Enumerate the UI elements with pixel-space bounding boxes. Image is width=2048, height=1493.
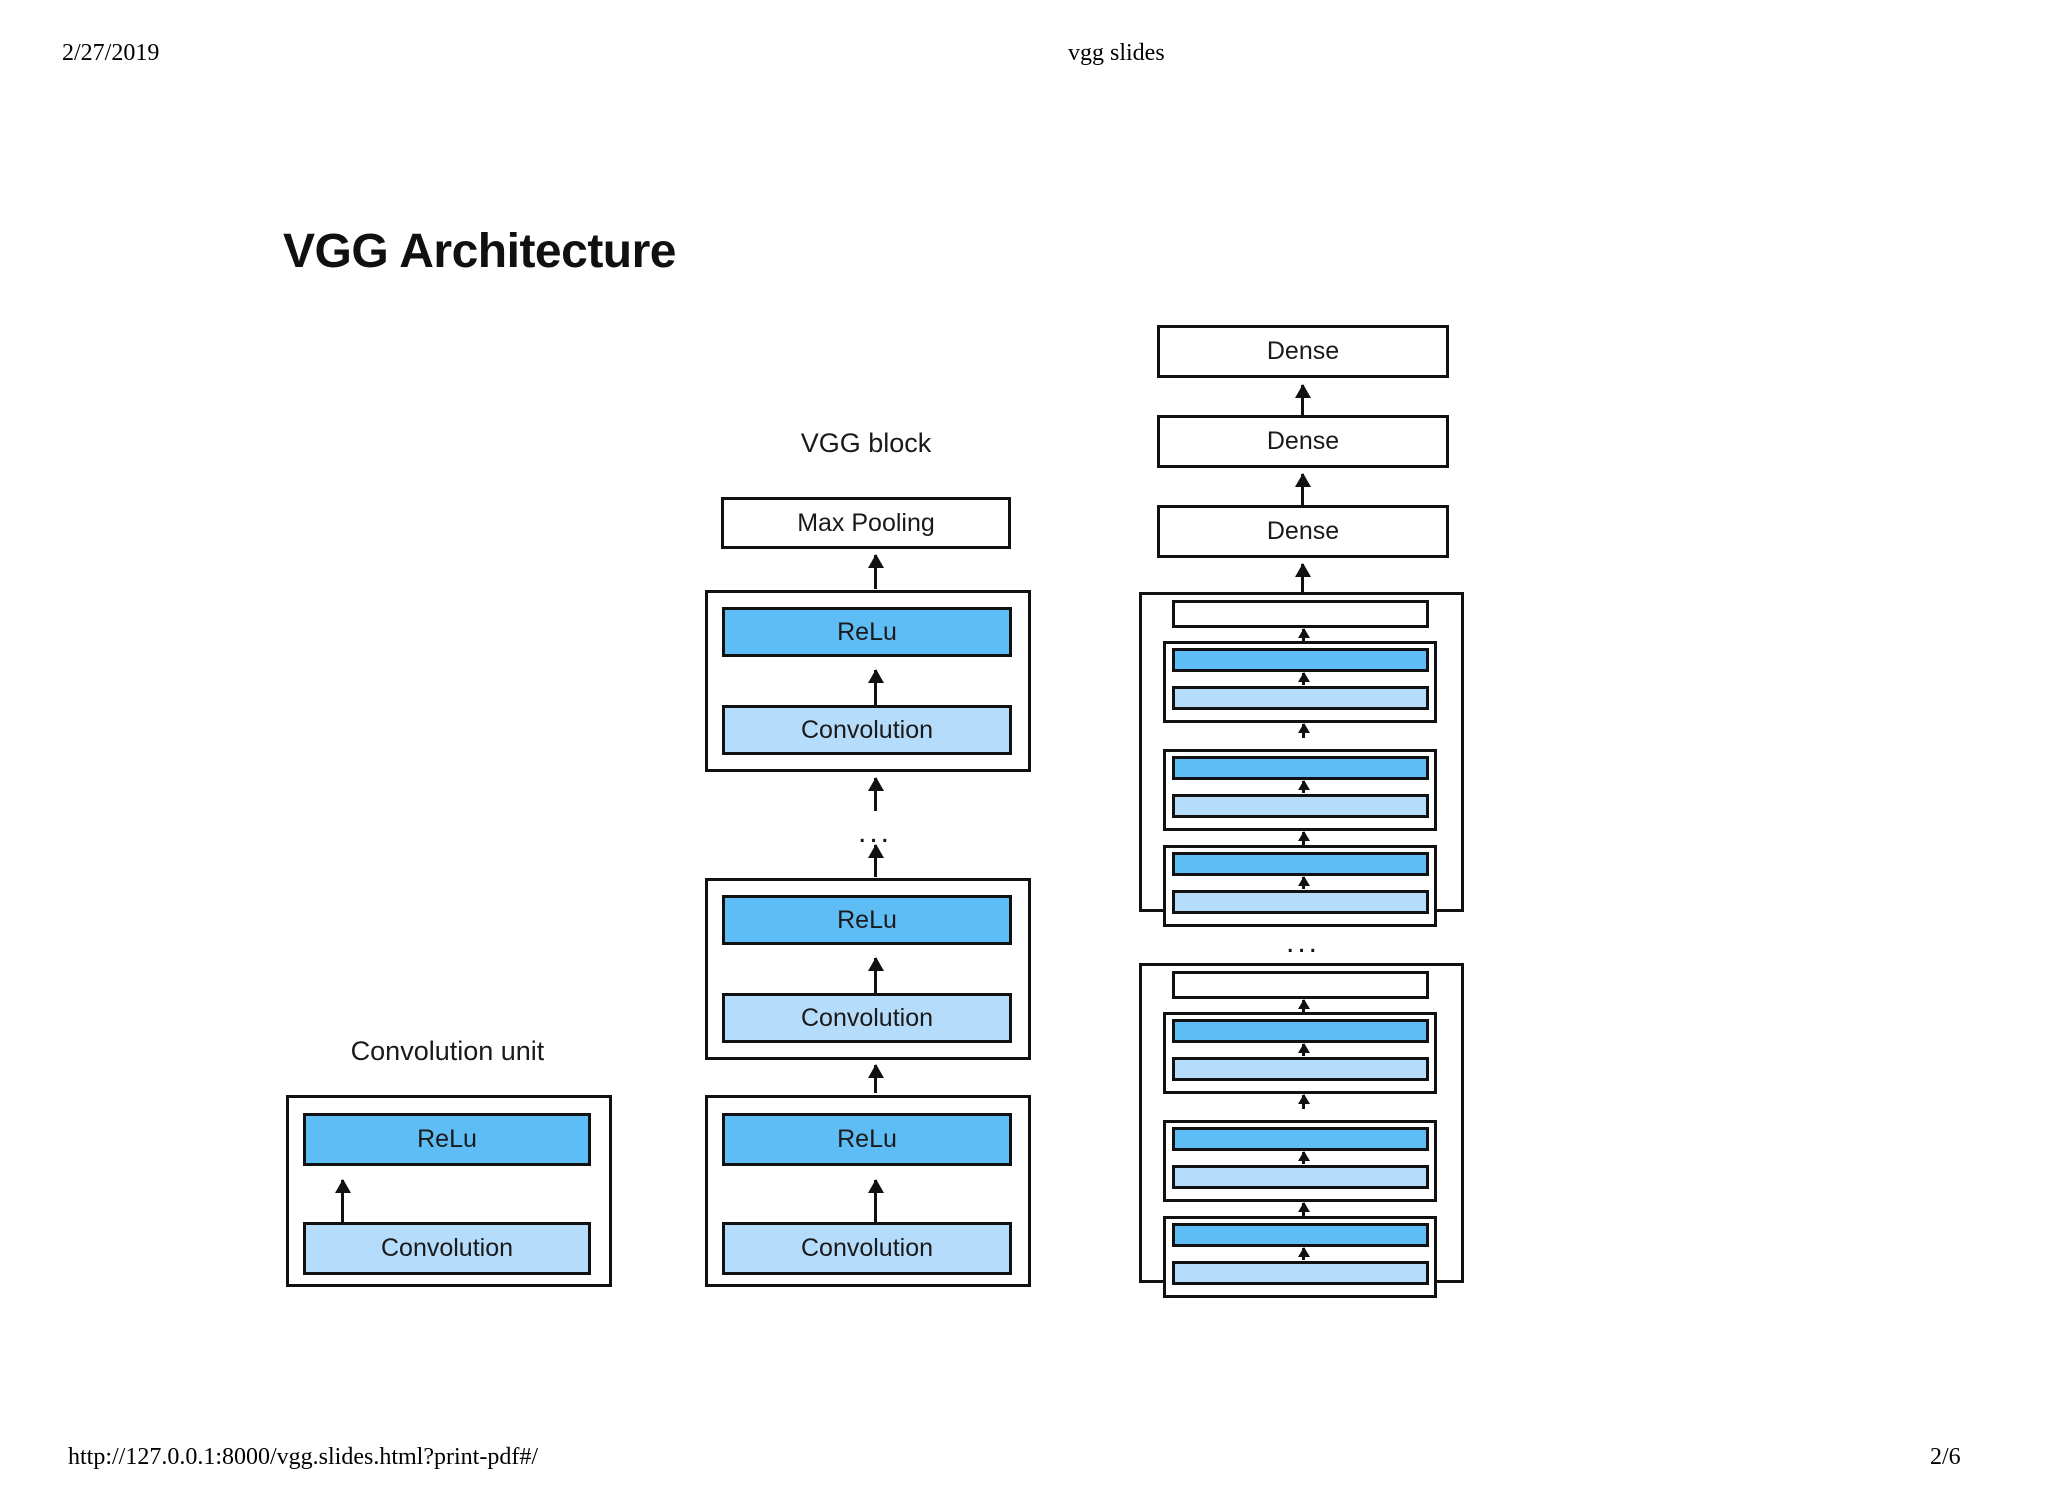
network-block-1-arrow-unit2-to-unit3 xyxy=(1302,832,1305,846)
network-block-2-unit-2-convolution-bar xyxy=(1172,1165,1429,1189)
network-blocks-ellipsis: ... xyxy=(1285,926,1320,959)
print-header-date: 2/27/2019 xyxy=(62,40,160,66)
network-block-1-unit-3-relu-bar xyxy=(1172,852,1429,876)
vgg-block-unit-1-convolution-box: Convolution xyxy=(722,705,1012,755)
network-block-2-arrow-to-pooling xyxy=(1302,1000,1305,1014)
vgg-block-ellipsis: ... xyxy=(857,816,892,849)
vgg-block-unit-1-relu-box: ReLu xyxy=(722,607,1012,657)
network-block-2-unit-1-relu-bar xyxy=(1172,1019,1429,1043)
network-block-1-unit-1-relu-bar xyxy=(1172,648,1429,672)
print-footer-page-number: 2/6 xyxy=(1930,1444,1961,1470)
network-block-1-arrow-above-ellipsis xyxy=(1302,724,1305,738)
vgg-block-arrow-unit2-to-unit3 xyxy=(874,1065,877,1093)
network-block-2-unit-1-arrow xyxy=(1302,1044,1305,1056)
network-block-1-max-pooling-bar xyxy=(1172,600,1429,628)
arrow-block1-to-dense3 xyxy=(1301,564,1304,592)
vgg-block-unit-3-convolution-box: Convolution xyxy=(722,1222,1012,1275)
dense-box-1: Dense xyxy=(1157,325,1449,378)
vgg-block-arrow-to-pooling xyxy=(874,555,877,589)
network-block-2-unit-3-arrow xyxy=(1302,1248,1305,1260)
vgg-block-arrow-below-ellipsis xyxy=(874,845,877,877)
convolution-unit-caption: Convolution unit xyxy=(350,1036,545,1066)
arrow-dense3-to-dense2 xyxy=(1301,474,1304,507)
vgg-block-unit-3-relu-box: ReLu xyxy=(722,1113,1012,1166)
network-block-1-unit-3-arrow xyxy=(1302,877,1305,889)
print-footer-url: http://127.0.0.1:8000/vgg.slides.html?pr… xyxy=(68,1444,538,1470)
network-block-1-unit-2-convolution-bar xyxy=(1172,794,1429,818)
network-block-2-unit-2-arrow xyxy=(1302,1152,1305,1164)
network-block-2-arrow-above-ellipsis xyxy=(1302,1095,1305,1109)
convolution-unit-arrow xyxy=(341,1180,344,1223)
vgg-block-arrow-above-ellipsis xyxy=(874,778,877,811)
vgg-block-unit-2-arrow xyxy=(874,958,877,994)
dense-box-3: Dense xyxy=(1157,505,1449,558)
network-block-1-unit-3-convolution-bar xyxy=(1172,890,1429,914)
vgg-block-max-pooling-box: Max Pooling xyxy=(721,497,1011,549)
convolution-unit-relu-box: ReLu xyxy=(303,1113,591,1166)
vgg-block-caption: VGG block xyxy=(800,428,932,458)
network-block-2-arrow-unit2-to-unit3 xyxy=(1302,1203,1305,1217)
network-block-2-unit-3-relu-bar xyxy=(1172,1223,1429,1247)
vgg-block-unit-3-arrow xyxy=(874,1180,877,1223)
network-block-2-max-pooling-bar xyxy=(1172,971,1429,999)
convolution-unit-convolution-box: Convolution xyxy=(303,1222,591,1275)
dense-box-2: Dense xyxy=(1157,415,1449,468)
page-title: VGG Architecture xyxy=(283,225,677,278)
network-block-2-unit-3-convolution-bar xyxy=(1172,1261,1429,1285)
network-block-2-unit-2-relu-bar xyxy=(1172,1127,1429,1151)
arrow-dense2-to-dense1 xyxy=(1301,385,1304,418)
network-block-2-unit-1-convolution-bar xyxy=(1172,1057,1429,1081)
vgg-block-unit-2-convolution-box: Convolution xyxy=(722,993,1012,1043)
network-block-1-unit-1-convolution-bar xyxy=(1172,686,1429,710)
network-block-1-unit-1-arrow xyxy=(1302,673,1305,685)
vgg-block-unit-2-relu-box: ReLu xyxy=(722,895,1012,945)
network-block-1-unit-2-relu-bar xyxy=(1172,756,1429,780)
network-block-1-unit-2-arrow xyxy=(1302,781,1305,793)
vgg-block-unit-1-arrow xyxy=(874,670,877,706)
print-header-title: vgg slides xyxy=(1068,40,1165,66)
network-block-1-arrow-to-pooling xyxy=(1302,629,1305,643)
